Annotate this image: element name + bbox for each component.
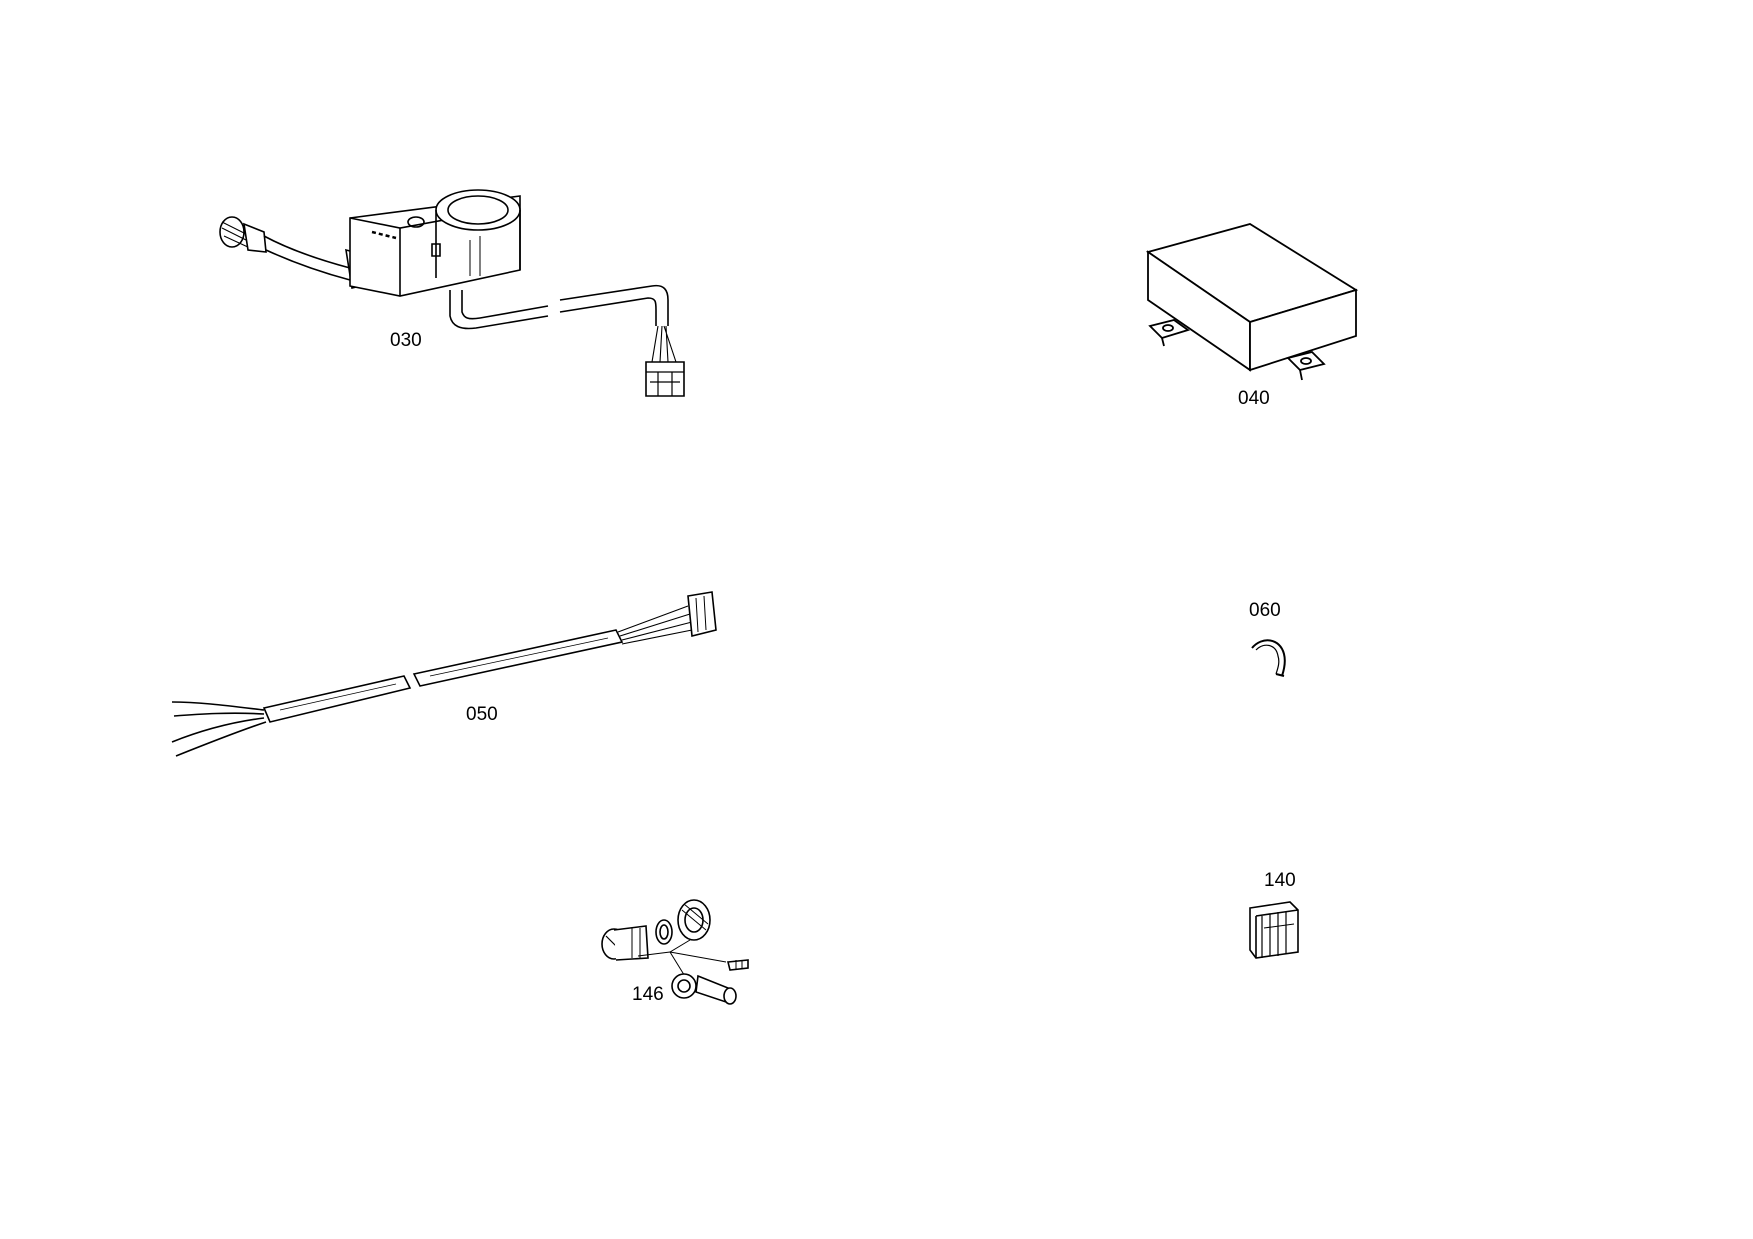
control-box-drawing [0, 0, 1753, 1239]
part-050-cable-harness[interactable]: 050 [0, 0, 1753, 1239]
part-146-fitting-kit[interactable]: 146 [0, 0, 1753, 1239]
part-040-control-box[interactable]: 040 [0, 0, 1753, 1239]
clip-drawing [0, 0, 1753, 1239]
cable-harness-drawing [0, 0, 1753, 1239]
connector-drawing [0, 0, 1753, 1239]
fitting-kit-drawing [0, 0, 1753, 1239]
switch-assembly-drawing [0, 0, 1753, 1239]
part-030-switch-assembly[interactable]: 030 [0, 0, 1753, 1239]
